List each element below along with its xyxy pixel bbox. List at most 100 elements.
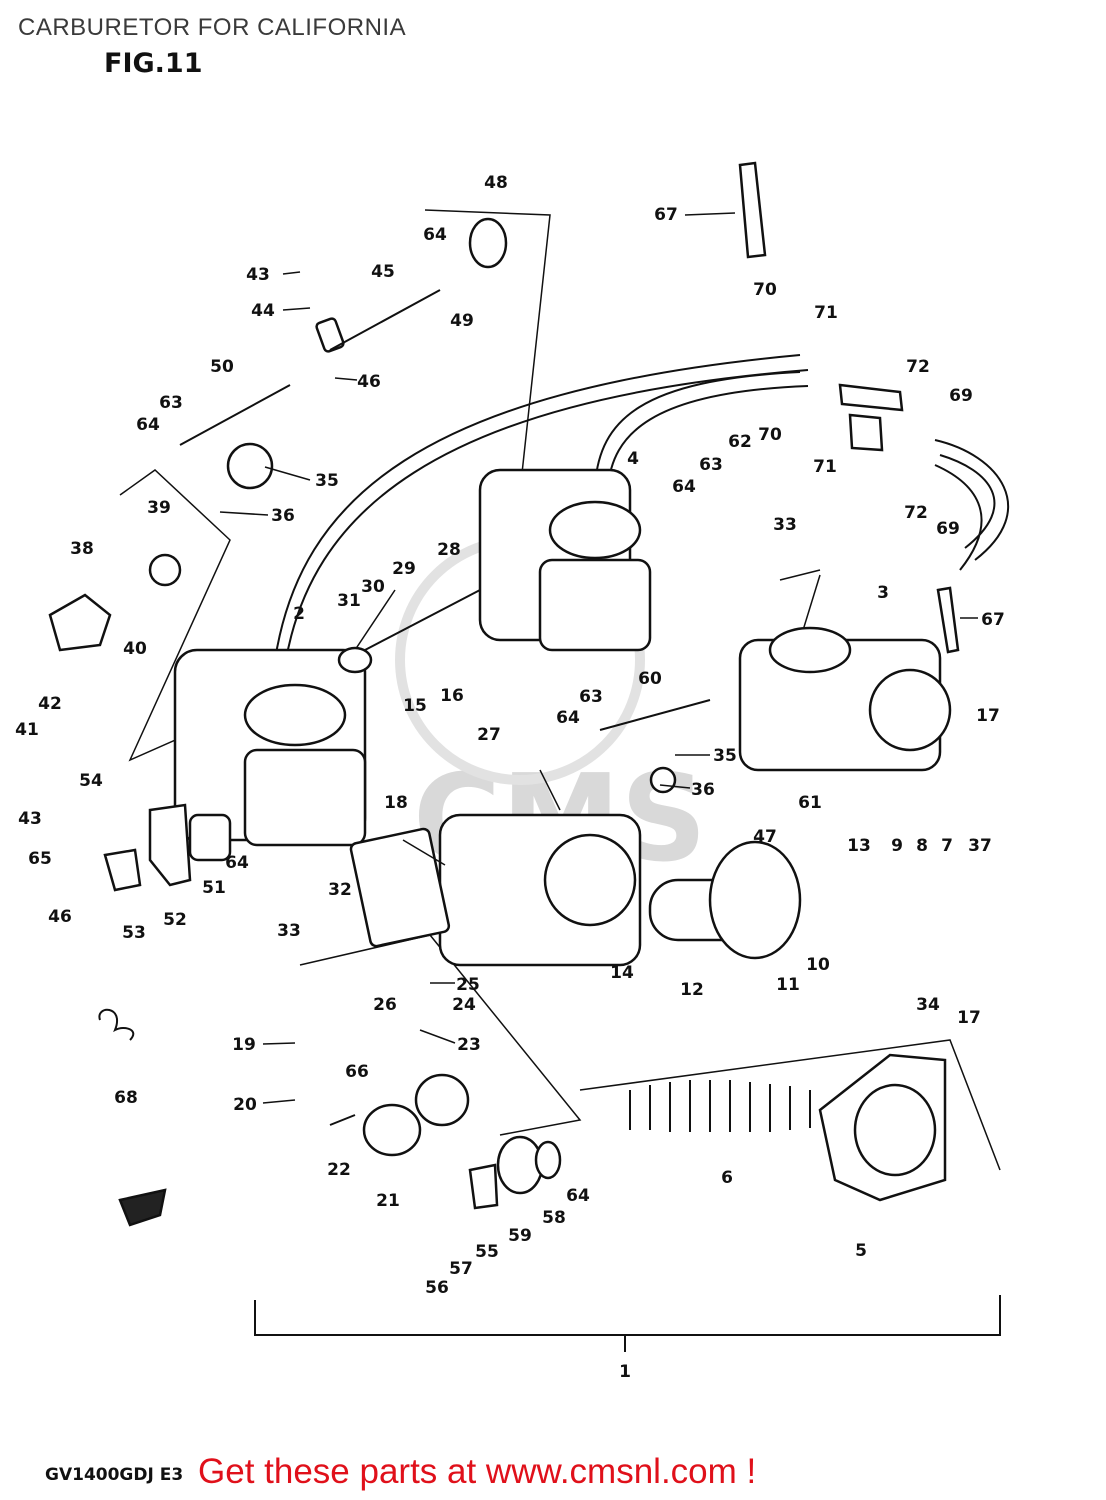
part-label: 45 [371, 262, 395, 282]
part-label: 25 [456, 975, 480, 995]
part-label: 26 [373, 995, 397, 1015]
part-label: 47 [753, 827, 777, 847]
part-label: 20 [233, 1095, 257, 1115]
part-label: 42 [38, 694, 62, 714]
part-label: 30 [361, 577, 385, 597]
part-label: 64 [556, 708, 580, 728]
part-label: 72 [904, 503, 928, 523]
part-label: 48 [484, 173, 508, 193]
diagram-title: CARBURETOR FOR CALIFORNIA [18, 14, 407, 41]
part-label: 13 [847, 836, 871, 856]
part-label: 46 [48, 907, 72, 927]
part-label: 67 [981, 610, 1005, 630]
leader-lines [219, 212, 978, 1104]
part-label: 1 [619, 1362, 631, 1382]
part-labels: 48 64 49 67 43 45 44 46 70 71 72 69 70 7… [15, 173, 1005, 1382]
part-label: 4 [627, 449, 639, 469]
float-bowl-parts [329, 1073, 470, 1157]
part-label: 64 [423, 225, 447, 245]
parts-link-banner[interactable]: Get these parts at www.cmsnl.com ! [198, 1452, 757, 1491]
part-label: 61 [798, 793, 822, 813]
part-label: 69 [949, 386, 973, 406]
part-label: 68 [114, 1088, 138, 1108]
part-label: 44 [251, 301, 275, 321]
diaphragm-cover [818, 1053, 947, 1202]
part-label: 33 [277, 921, 301, 941]
part-label: 2 [293, 604, 305, 624]
part-label: 65 [28, 849, 52, 869]
part-label: 69 [936, 519, 960, 539]
part-label: 46 [357, 372, 381, 392]
part-label: 57 [449, 1259, 473, 1279]
fuel-hoses [274, 354, 1009, 666]
part-label: 70 [753, 280, 777, 300]
part-label: 12 [680, 980, 704, 1000]
part-label: 17 [976, 706, 1000, 726]
model-code: GV1400GDJ E3 [45, 1465, 184, 1485]
part-label: 15 [403, 696, 427, 716]
part-label: 18 [384, 793, 408, 813]
part-label: 55 [475, 1242, 499, 1262]
part-label: 43 [246, 265, 270, 285]
figure-number: FIG.11 [104, 48, 203, 79]
part-label: 29 [392, 559, 416, 579]
part-label: 43 [18, 809, 42, 829]
part-label: 63 [159, 393, 183, 413]
carburetor-right [738, 626, 952, 772]
carburetor-front-left [173, 648, 367, 847]
part-label: 56 [425, 1278, 449, 1298]
part-label: 16 [440, 686, 464, 706]
part-label: 19 [232, 1035, 256, 1055]
part-label: 31 [337, 591, 361, 611]
part-label: 54 [79, 771, 103, 791]
part-label: 63 [579, 687, 603, 707]
carburetor-rear-top [478, 468, 652, 652]
part-label: 52 [163, 910, 187, 930]
part-label: 11 [776, 975, 800, 995]
part-label: 23 [457, 1035, 481, 1055]
part-label: 9 [891, 836, 903, 856]
part-label: 64 [672, 477, 696, 497]
part-label: 53 [122, 923, 146, 943]
part-label: 35 [713, 746, 737, 766]
part-label: 38 [70, 539, 94, 559]
part-label: 36 [691, 780, 715, 800]
part-label: 5 [855, 1241, 867, 1261]
part-label: 70 [758, 425, 782, 445]
part-label: 10 [806, 955, 830, 975]
part-label: 64 [225, 853, 249, 873]
part-label: 6 [721, 1168, 733, 1188]
part-label: 60 [638, 669, 662, 689]
part-label: 64 [566, 1186, 590, 1206]
part-label: 58 [542, 1208, 566, 1228]
spring-6 [629, 1080, 811, 1132]
part-label: 33 [773, 515, 797, 535]
small-parts [48, 161, 960, 1227]
part-label: 51 [202, 878, 226, 898]
part-label: 71 [814, 303, 838, 323]
part-label: 24 [452, 995, 476, 1015]
part-label: 50 [210, 357, 234, 377]
carburetor-center [349, 813, 642, 967]
part-label: 28 [437, 540, 461, 560]
part-label: 49 [450, 311, 474, 331]
part-label: 37 [968, 836, 992, 856]
part-label: 66 [345, 1062, 369, 1082]
part-label: 71 [813, 457, 837, 477]
part-label: 64 [136, 415, 160, 435]
part-label: 3 [877, 583, 889, 603]
part-label: 36 [271, 506, 295, 526]
part-label: 41 [15, 720, 39, 740]
part-label: 8 [916, 836, 928, 856]
part-label: 35 [315, 471, 339, 491]
part-label: 7 [941, 836, 953, 856]
part-label: 22 [327, 1160, 351, 1180]
part-label: 27 [477, 725, 501, 745]
part-label: 39 [147, 498, 171, 518]
part-label: 72 [906, 357, 930, 377]
part-label: 34 [916, 995, 940, 1015]
part-label: 63 [699, 455, 723, 475]
assembly-bracket [254, 1295, 1001, 1352]
part-label: 17 [957, 1008, 981, 1028]
